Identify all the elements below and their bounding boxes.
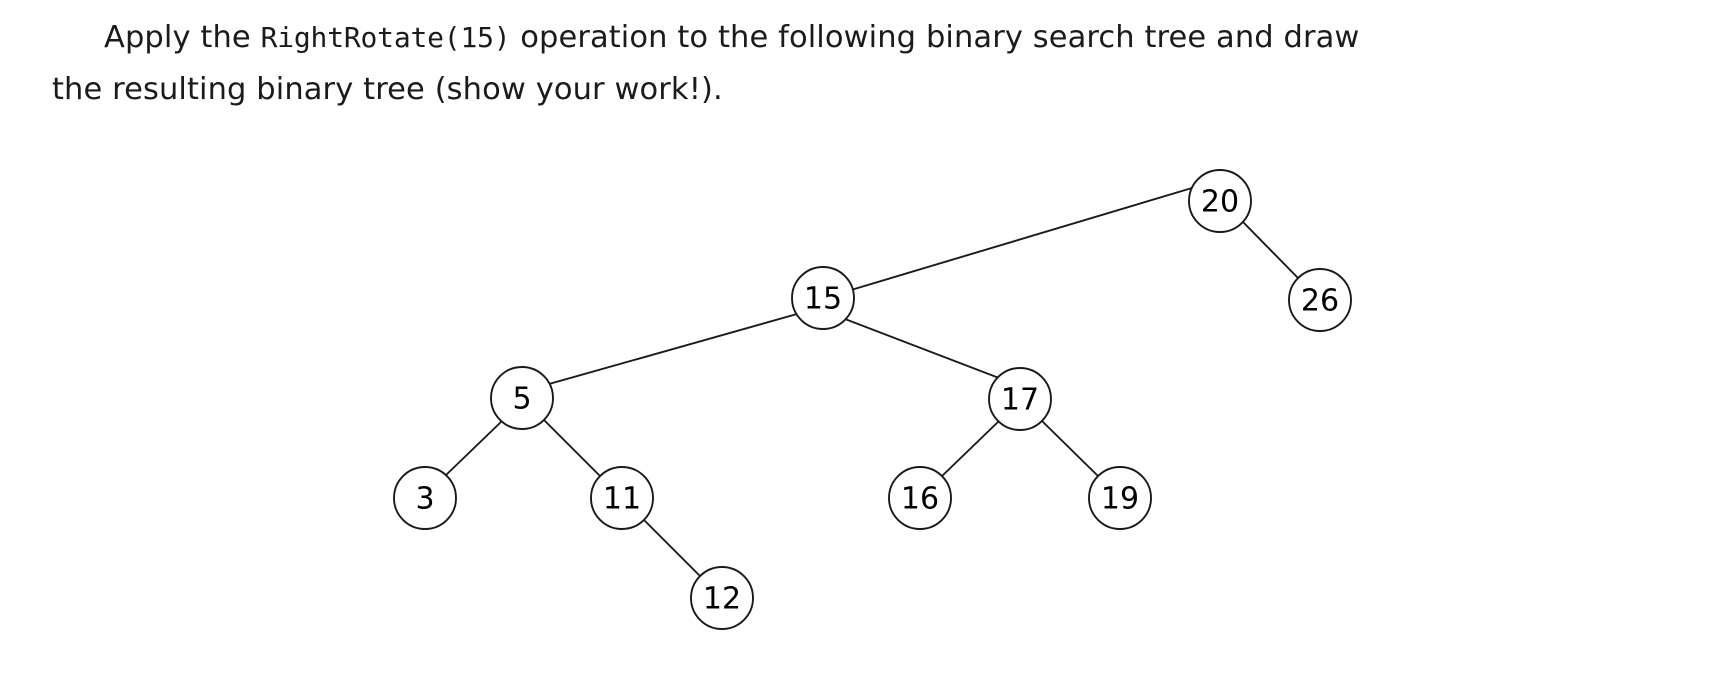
tree-node-circle-17 [988, 367, 1052, 431]
prompt-text-after-code: operation to the following binary search… [510, 20, 1360, 55]
tree-edge-n15-n5 [548, 313, 798, 385]
right-rotate-code-literal: RightRotate(15) [260, 21, 511, 54]
tree-node-circle-3 [393, 466, 457, 530]
tree-node-label-11: 11 [603, 482, 641, 517]
tree-node-12: 12 [690, 566, 754, 630]
tree-node-label-20: 20 [1201, 185, 1239, 220]
problem-statement: Apply the RightRotate(15) operation to t… [52, 12, 1692, 117]
tree-node-11: 11 [590, 466, 654, 530]
tree-edge-layer [444, 187, 1299, 578]
tree-node-label-12: 12 [703, 582, 741, 617]
tree-node-layer: 20 26 15 5 17 3 11 16 19 12 [393, 169, 1352, 630]
tree-node-circle-20 [1188, 169, 1252, 233]
tree-node-label-3: 3 [415, 482, 434, 517]
tree-node-circle-11 [590, 466, 654, 530]
tree-node-circle-5 [490, 366, 554, 430]
tree-node-circle-26 [1288, 268, 1352, 332]
tree-node-20: 20 [1188, 169, 1252, 233]
tree-node-circle-16 [888, 466, 952, 530]
tree-node-19: 19 [1088, 466, 1152, 530]
tree-node-circle-12 [690, 566, 754, 630]
tree-node-5: 5 [490, 366, 554, 430]
tree-edge-n17-n19 [1041, 420, 1100, 478]
problem-statement-line-1: Apply the RightRotate(15) operation to t… [52, 12, 1692, 64]
tree-node-circle-15 [791, 266, 855, 330]
tree-node-label-19: 19 [1101, 482, 1139, 517]
tree-node-label-16: 16 [901, 482, 939, 517]
tree-node-3: 3 [393, 466, 457, 530]
tree-node-label-26: 26 [1301, 284, 1339, 319]
tree-node-label-17: 17 [1001, 383, 1039, 418]
tree-node-15: 15 [791, 266, 855, 330]
tree-node-17: 17 [988, 367, 1052, 431]
tree-edge-n17-n16 [940, 420, 1000, 478]
tree-node-label-5: 5 [512, 382, 531, 417]
problem-statement-line-2: the resulting binary tree (show your wor… [52, 72, 723, 108]
tree-node-circle-19 [1088, 466, 1152, 530]
tree-node-26: 26 [1288, 268, 1352, 332]
tree-edge-n5-n11 [543, 419, 602, 478]
tree-node-16: 16 [888, 466, 952, 530]
tree-edge-n11-n12 [643, 519, 702, 578]
tree-edge-n5-n3 [444, 420, 503, 477]
tree-edge-n20-n15 [850, 187, 1193, 291]
tree-node-label-15: 15 [804, 282, 842, 317]
prompt-text-before-code: Apply the [104, 20, 261, 55]
tree-edge-n15-n17 [844, 318, 1000, 379]
tree-edge-n20-n26 [1242, 221, 1299, 279]
